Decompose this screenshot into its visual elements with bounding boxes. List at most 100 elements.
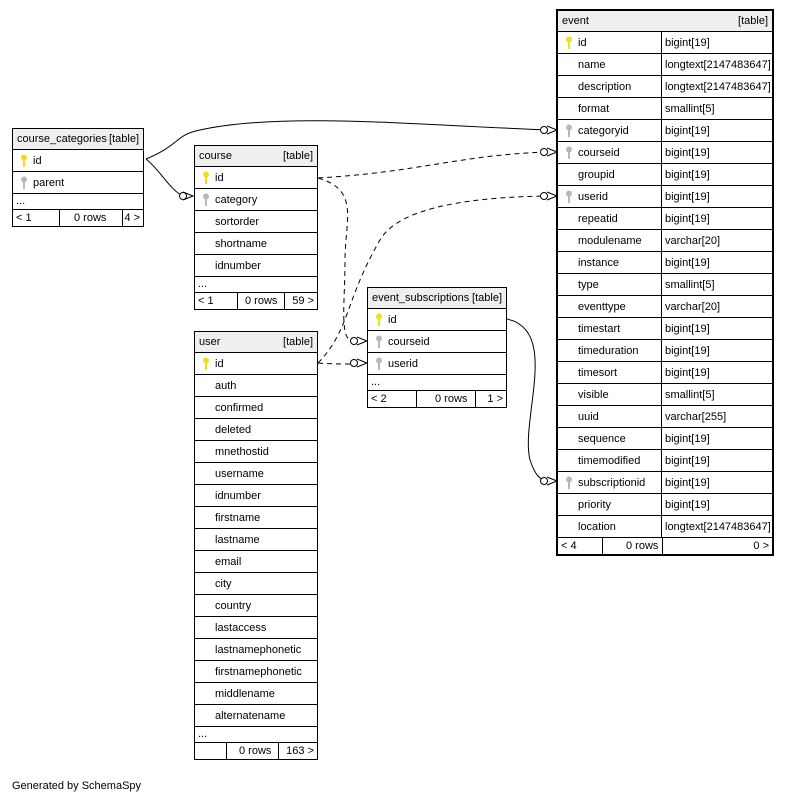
column-row: userid bbox=[368, 353, 506, 375]
column-name: timesort bbox=[578, 367, 618, 379]
column-name: subscriptionid bbox=[578, 477, 646, 489]
column-type: bigint[19] bbox=[665, 455, 710, 467]
primary-key-icon bbox=[203, 357, 209, 370]
parents-count[interactable]: < 4 bbox=[561, 540, 577, 552]
more-columns-ellipsis: ... bbox=[368, 375, 506, 391]
column-name: format bbox=[578, 103, 610, 115]
column-row: firstname bbox=[195, 507, 317, 529]
column-row: priority bigint[19] bbox=[558, 494, 772, 516]
column-row: sortorder bbox=[195, 211, 317, 233]
column-name: eventtype bbox=[578, 301, 626, 313]
column-row: category bbox=[195, 189, 317, 211]
column-type: longtext[2147483647] bbox=[665, 521, 771, 533]
table-course-categories[interactable]: course_categories [table] id parent ... … bbox=[12, 128, 144, 227]
column-row: sequence bigint[19] bbox=[558, 428, 772, 450]
table-user[interactable]: user [table] id auth confirmed deleted m… bbox=[194, 331, 318, 760]
table-course[interactable]: course [table] id category sortorder sho… bbox=[194, 145, 318, 310]
column-name: repeatid bbox=[578, 213, 618, 225]
column-name: description bbox=[578, 81, 632, 93]
column-row: mnethostid bbox=[195, 441, 317, 463]
foreign-key-icon bbox=[566, 190, 572, 203]
table-header: course [table] bbox=[195, 146, 317, 167]
column-name: id bbox=[215, 172, 224, 184]
column-name: lastname bbox=[215, 534, 260, 546]
column-row: lastnamephonetic bbox=[195, 639, 317, 661]
column-name: id bbox=[388, 314, 397, 326]
column-row: id bbox=[195, 353, 317, 375]
column-name: visible bbox=[578, 389, 609, 401]
relationship-event-courseid bbox=[317, 151, 548, 179]
relationship-event-subscriptionid bbox=[506, 318, 548, 482]
column-type: bigint[19] bbox=[665, 147, 710, 159]
table-header: user [table] bbox=[195, 332, 317, 353]
table-event-subscriptions[interactable]: event_subscriptions [table] id courseid … bbox=[367, 287, 507, 408]
column-name: uuid bbox=[578, 411, 599, 423]
column-name: firstnamephonetic bbox=[215, 666, 302, 678]
column-type: longtext[2147483647] bbox=[665, 81, 771, 93]
column-name: instance bbox=[578, 257, 619, 269]
parents-count[interactable]: < 2 bbox=[371, 393, 387, 405]
column-type: bigint[19] bbox=[665, 213, 710, 225]
column-type: bigint[19] bbox=[665, 37, 710, 49]
children-count[interactable]: 4 > bbox=[124, 212, 140, 224]
column-name: firstname bbox=[215, 512, 261, 524]
relationship-event-userid bbox=[317, 195, 548, 364]
column-row: firstnamephonetic bbox=[195, 661, 317, 683]
column-name: sequence bbox=[578, 433, 626, 445]
table-name: event_subscriptions bbox=[372, 292, 470, 304]
parents-count[interactable]: < 1 bbox=[198, 295, 214, 307]
table-footer: < 4 0 rows 0 > bbox=[558, 538, 772, 554]
table-name: user bbox=[199, 336, 221, 348]
table-name: course_categories bbox=[17, 133, 107, 145]
children-count[interactable]: 59 > bbox=[292, 295, 314, 307]
rows-count: 0 rows bbox=[435, 393, 468, 405]
column-name: category bbox=[215, 194, 258, 206]
foreign-key-icon bbox=[203, 193, 209, 206]
table-footer: < 2 0 rows 1 > bbox=[368, 391, 506, 407]
column-name: type bbox=[578, 279, 599, 291]
column-row: confirmed bbox=[195, 397, 317, 419]
foreign-key-icon bbox=[376, 335, 382, 348]
column-row: repeatid bigint[19] bbox=[558, 208, 772, 230]
column-type: bigint[19] bbox=[665, 433, 710, 445]
column-row: id bbox=[195, 167, 317, 189]
column-type: bigint[19] bbox=[665, 191, 710, 203]
column-name: lastnamephonetic bbox=[215, 644, 302, 656]
primary-key-icon bbox=[203, 171, 209, 184]
column-type: bigint[19] bbox=[665, 499, 710, 511]
column-name: location bbox=[578, 521, 616, 533]
column-row: lastaccess bbox=[195, 617, 317, 639]
column-name: city bbox=[215, 578, 232, 590]
column-name: email bbox=[215, 556, 242, 568]
column-row: deleted bbox=[195, 419, 317, 441]
children-count[interactable]: 0 > bbox=[753, 540, 769, 552]
column-type: bigint[19] bbox=[665, 125, 710, 137]
table-name: event bbox=[562, 15, 589, 27]
table-tag: [table] bbox=[109, 133, 139, 145]
children-count[interactable]: 163 > bbox=[286, 745, 314, 757]
column-row: format smallint[5] bbox=[558, 98, 772, 120]
relationship-event-subscriptions-userid bbox=[317, 362, 351, 365]
column-name: timemodified bbox=[578, 455, 641, 467]
children-count[interactable]: 1 > bbox=[487, 393, 503, 405]
column-row: auth bbox=[195, 375, 317, 397]
column-name: mnethostid bbox=[215, 446, 269, 458]
table-tag: [table] bbox=[472, 292, 502, 304]
column-type: smallint[5] bbox=[665, 389, 715, 401]
column-name: auth bbox=[215, 380, 237, 392]
column-name: groupid bbox=[578, 169, 615, 181]
rows-count: 0 rows bbox=[626, 540, 659, 552]
column-name: parent bbox=[33, 177, 65, 189]
parents-count[interactable]: < 1 bbox=[16, 212, 32, 224]
foreign-key-icon bbox=[566, 476, 572, 489]
column-row: alternatename bbox=[195, 705, 317, 727]
column-type: smallint[5] bbox=[665, 103, 715, 115]
column-name: priority bbox=[578, 499, 612, 511]
